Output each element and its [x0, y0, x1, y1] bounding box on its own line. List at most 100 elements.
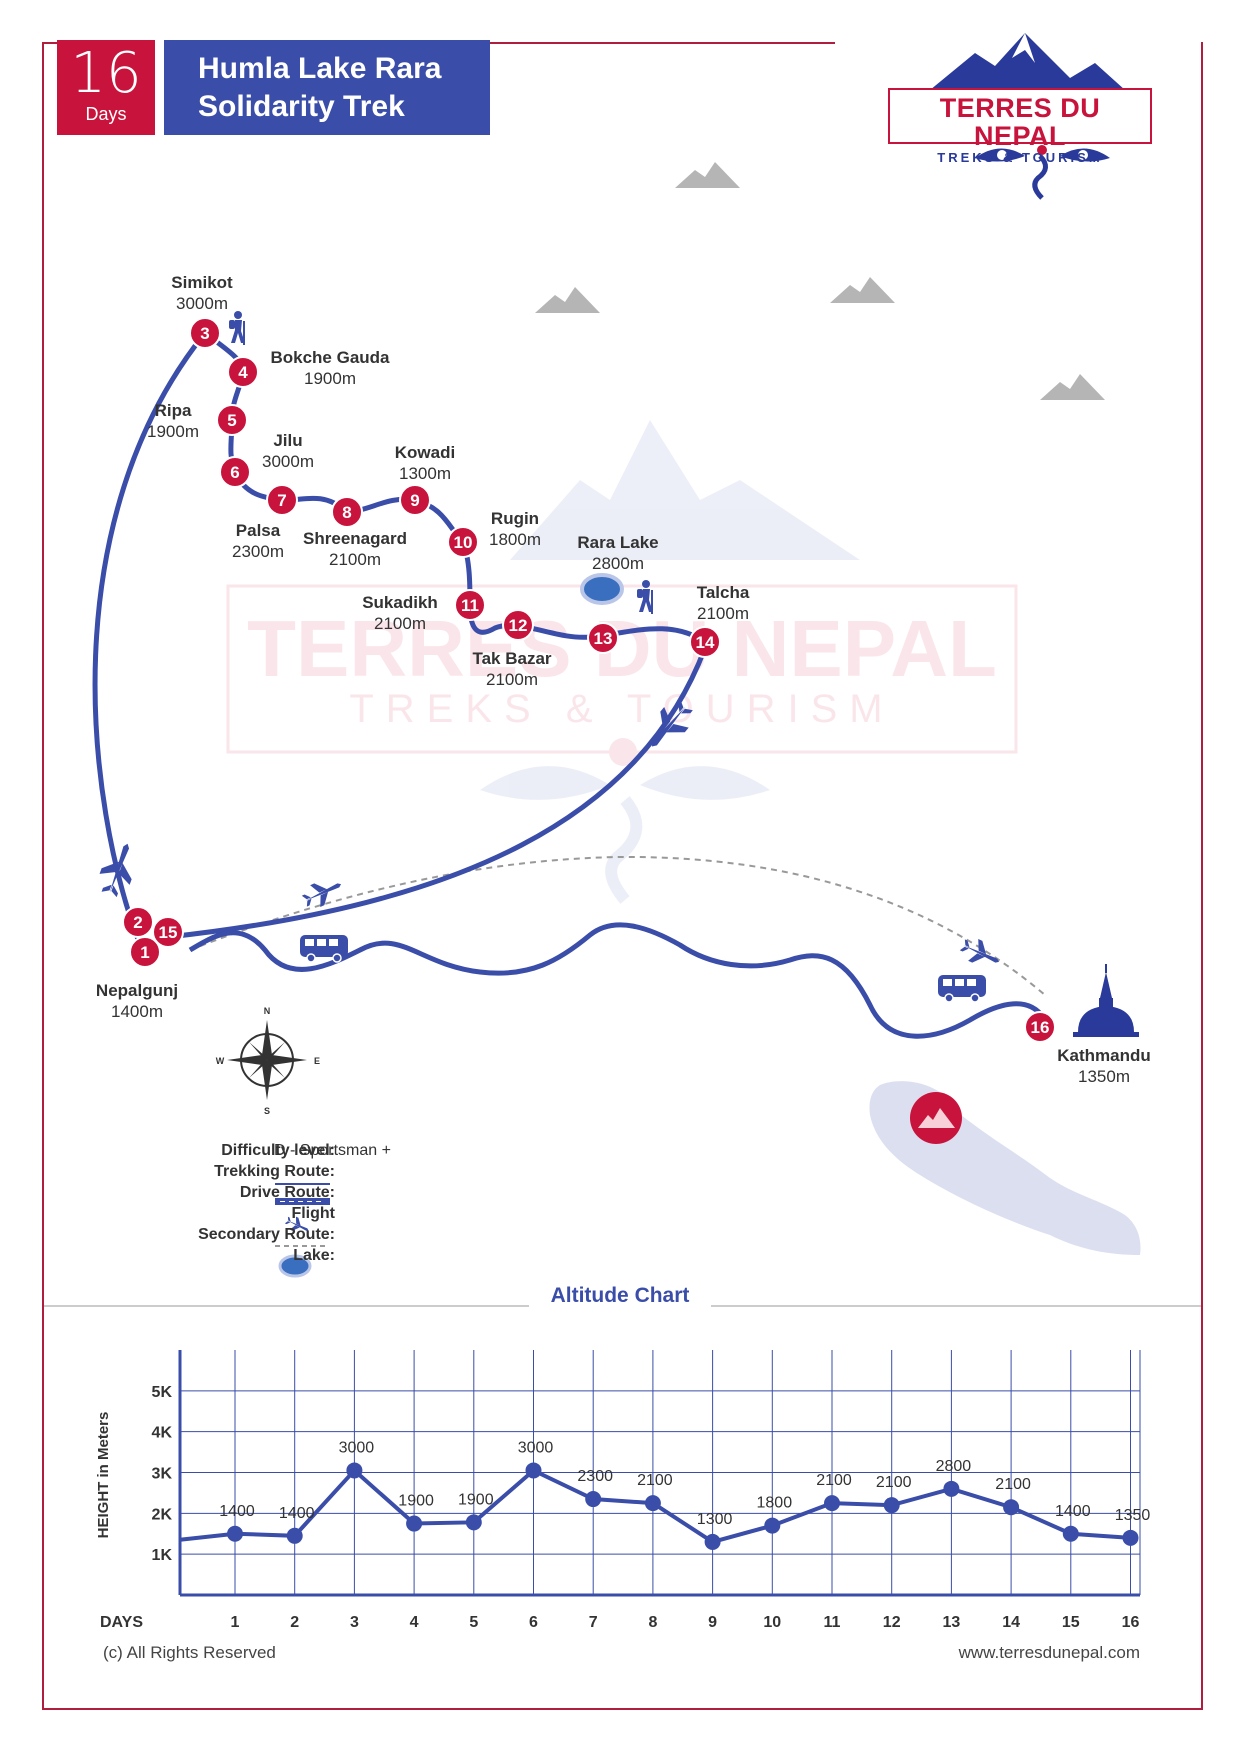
legend-flight-label: Flight: [291, 1205, 335, 1222]
x-tick-label: 5: [469, 1614, 478, 1631]
mountain-icon: [830, 277, 895, 303]
stop-marker-1: 1: [129, 936, 161, 968]
altitude-point: [1062, 1525, 1079, 1542]
svg-text:2: 2: [133, 913, 142, 932]
altitude-value-label: 1900: [458, 1491, 494, 1508]
stop-marker-9: 9: [399, 484, 431, 516]
days-badge: 16 Days: [57, 40, 155, 135]
y-axis-label: HEIGHT in Meters: [95, 1412, 112, 1539]
stop-marker-12: 12: [502, 609, 534, 641]
x-tick-label: 8: [648, 1614, 657, 1631]
stop-marker-6: 6: [219, 456, 251, 488]
y-tick-label: 3K: [152, 1466, 173, 1483]
drive-route-line: [188, 922, 1048, 1039]
stop-marker-16: 16: [1024, 1011, 1056, 1043]
svg-text:12: 12: [509, 616, 528, 635]
stupa-icon: [1073, 964, 1139, 1037]
altitude-value-label: 1400: [1055, 1503, 1091, 1520]
logo-tagline: TREKS & TOURISM: [937, 150, 1103, 165]
website-link[interactable]: www.terresdunepal.com: [958, 1643, 1140, 1662]
altitude-point: [764, 1517, 781, 1534]
top-border-left: [42, 42, 57, 44]
watermark: TERRES DU NEPAL TREKS & TOURISM: [226, 420, 1018, 904]
altitude-point: [286, 1527, 303, 1544]
flight-route-talcha-nepalgunj: [167, 647, 708, 940]
plane-icon: [301, 883, 342, 908]
y-tick-label: 2K: [152, 1506, 173, 1523]
altitude-point: [406, 1515, 423, 1532]
legend-plane-icon: [284, 1216, 309, 1231]
legend-lake-icon: [278, 1254, 312, 1278]
watermark-tagline: TREKS & TOURISM: [349, 687, 894, 731]
stop-marker-4: 4: [227, 356, 259, 388]
x-tick-label: 2: [290, 1614, 299, 1631]
x-tick-label: 3: [350, 1614, 359, 1631]
decor-mountains: [535, 162, 1105, 400]
altitude-point: [465, 1514, 482, 1531]
altitude-point: [824, 1495, 840, 1512]
nepal-map-shape: [869, 1081, 1141, 1255]
altitude-value-label: 2100: [816, 1472, 852, 1489]
svg-text:5: 5: [227, 411, 236, 430]
legend-trekking-label: Trekking Route:: [214, 1163, 335, 1180]
altitude-value-label: 2800: [936, 1458, 972, 1475]
svg-text:10: 10: [454, 533, 473, 552]
x-tick-label: 16: [1122, 1614, 1140, 1631]
altitude-value-label: 2100: [995, 1476, 1031, 1493]
legend-secondary-label: Secondary Route:: [198, 1226, 335, 1243]
watermark-name: TERRES DU NEPAL: [247, 604, 997, 693]
legend-lake-label: Lake:: [293, 1247, 335, 1264]
altitude-value-label: 3000: [518, 1439, 554, 1456]
x-tick-label: 11: [824, 1614, 841, 1631]
altitude-value-label: 1400: [279, 1505, 315, 1522]
x-tick-label: 9: [708, 1614, 717, 1631]
stop-marker-2: 2: [122, 906, 154, 938]
altitude-value-label: 3000: [339, 1439, 375, 1456]
top-border-right: [490, 42, 835, 44]
mountain-icon: [1040, 374, 1105, 400]
stop-marker-11: 11: [454, 589, 486, 621]
x-tick-label: 15: [1062, 1614, 1080, 1631]
x-tick-label: 10: [763, 1614, 781, 1631]
altitude-point: [1003, 1499, 1020, 1516]
altitude-value-label: 1800: [757, 1495, 793, 1512]
plane-icon: [652, 699, 693, 747]
altitude-point: [525, 1462, 542, 1479]
x-axis-label: DAYS: [100, 1614, 143, 1631]
hiker-icon: [637, 580, 653, 614]
x-tick-label: 6: [529, 1614, 538, 1631]
bus-icon: [300, 935, 348, 963]
compass-s: S: [264, 1106, 270, 1116]
svg-text:3: 3: [200, 324, 209, 343]
watermark-mountain-icon: [510, 420, 860, 560]
stop-marker-14: 14: [689, 626, 721, 658]
compass-icon: N S W E: [216, 1006, 320, 1116]
legend-difficulty-label: Difficulty level:: [221, 1142, 335, 1159]
logo-text-box: TERRES DU NEPAL TREKS & TOURISM: [888, 88, 1152, 165]
compass-e: E: [314, 1056, 320, 1066]
altitude-point: [1122, 1529, 1139, 1546]
svg-text:6: 6: [230, 463, 239, 482]
stop-marker-10: 10: [447, 526, 479, 558]
stop-marker-8: 8: [331, 496, 363, 528]
bus-icon: [938, 975, 986, 1003]
altitude-point: [704, 1533, 721, 1550]
svg-text:14: 14: [696, 633, 715, 652]
legend-symbols: [275, 1183, 330, 1278]
logo-eyes-icon: [975, 145, 1110, 200]
altitude-point: [644, 1495, 661, 1512]
altitude-point: [883, 1497, 900, 1514]
trek-title: Humla Lake Rara Solidarity Trek: [164, 40, 490, 135]
altitude-point: [585, 1491, 602, 1508]
flight-route-nepalgunj-simikot: [92, 331, 207, 946]
x-tick-label: 1: [231, 1614, 240, 1631]
svg-text:11: 11: [461, 596, 479, 615]
